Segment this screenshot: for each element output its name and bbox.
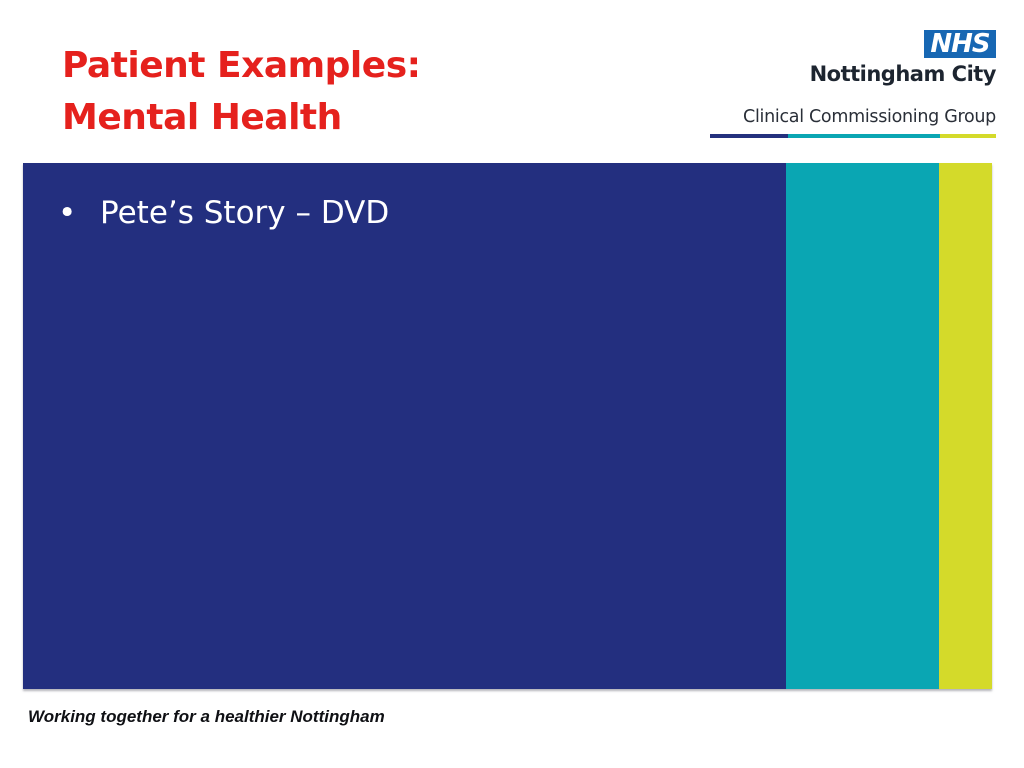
content-band-teal bbox=[786, 163, 939, 689]
nhs-badge: NHS bbox=[924, 30, 996, 58]
bullet-mark: • bbox=[58, 195, 77, 231]
footer-tagline: Working together for a healthier Notting… bbox=[28, 707, 385, 726]
bullet-list: • Pete’s Story – DVD bbox=[58, 191, 389, 235]
content-band-navy: • Pete’s Story – DVD bbox=[23, 163, 786, 689]
org-group: Clinical Commissioning Group bbox=[743, 107, 996, 127]
nhs-logo: NHS Nottingham City Clinical Commissioni… bbox=[696, 30, 997, 142]
content-band-lime bbox=[939, 163, 992, 689]
title-line-1: Patient Examples: bbox=[62, 45, 421, 86]
logo-bar-lime bbox=[940, 134, 996, 138]
logo-bar-teal bbox=[788, 134, 940, 138]
content-panel: • Pete’s Story – DVD bbox=[23, 163, 992, 689]
title-line-2: Mental Health bbox=[62, 97, 342, 138]
logo-bar-navy bbox=[710, 134, 788, 138]
slide-title: Patient Examples: Mental Health bbox=[62, 40, 662, 144]
bullet-text: Pete’s Story – DVD bbox=[100, 195, 390, 231]
bullet-item: • Pete’s Story – DVD bbox=[58, 191, 389, 235]
logo-color-bar bbox=[710, 134, 996, 138]
org-name: Nottingham City bbox=[809, 62, 997, 86]
